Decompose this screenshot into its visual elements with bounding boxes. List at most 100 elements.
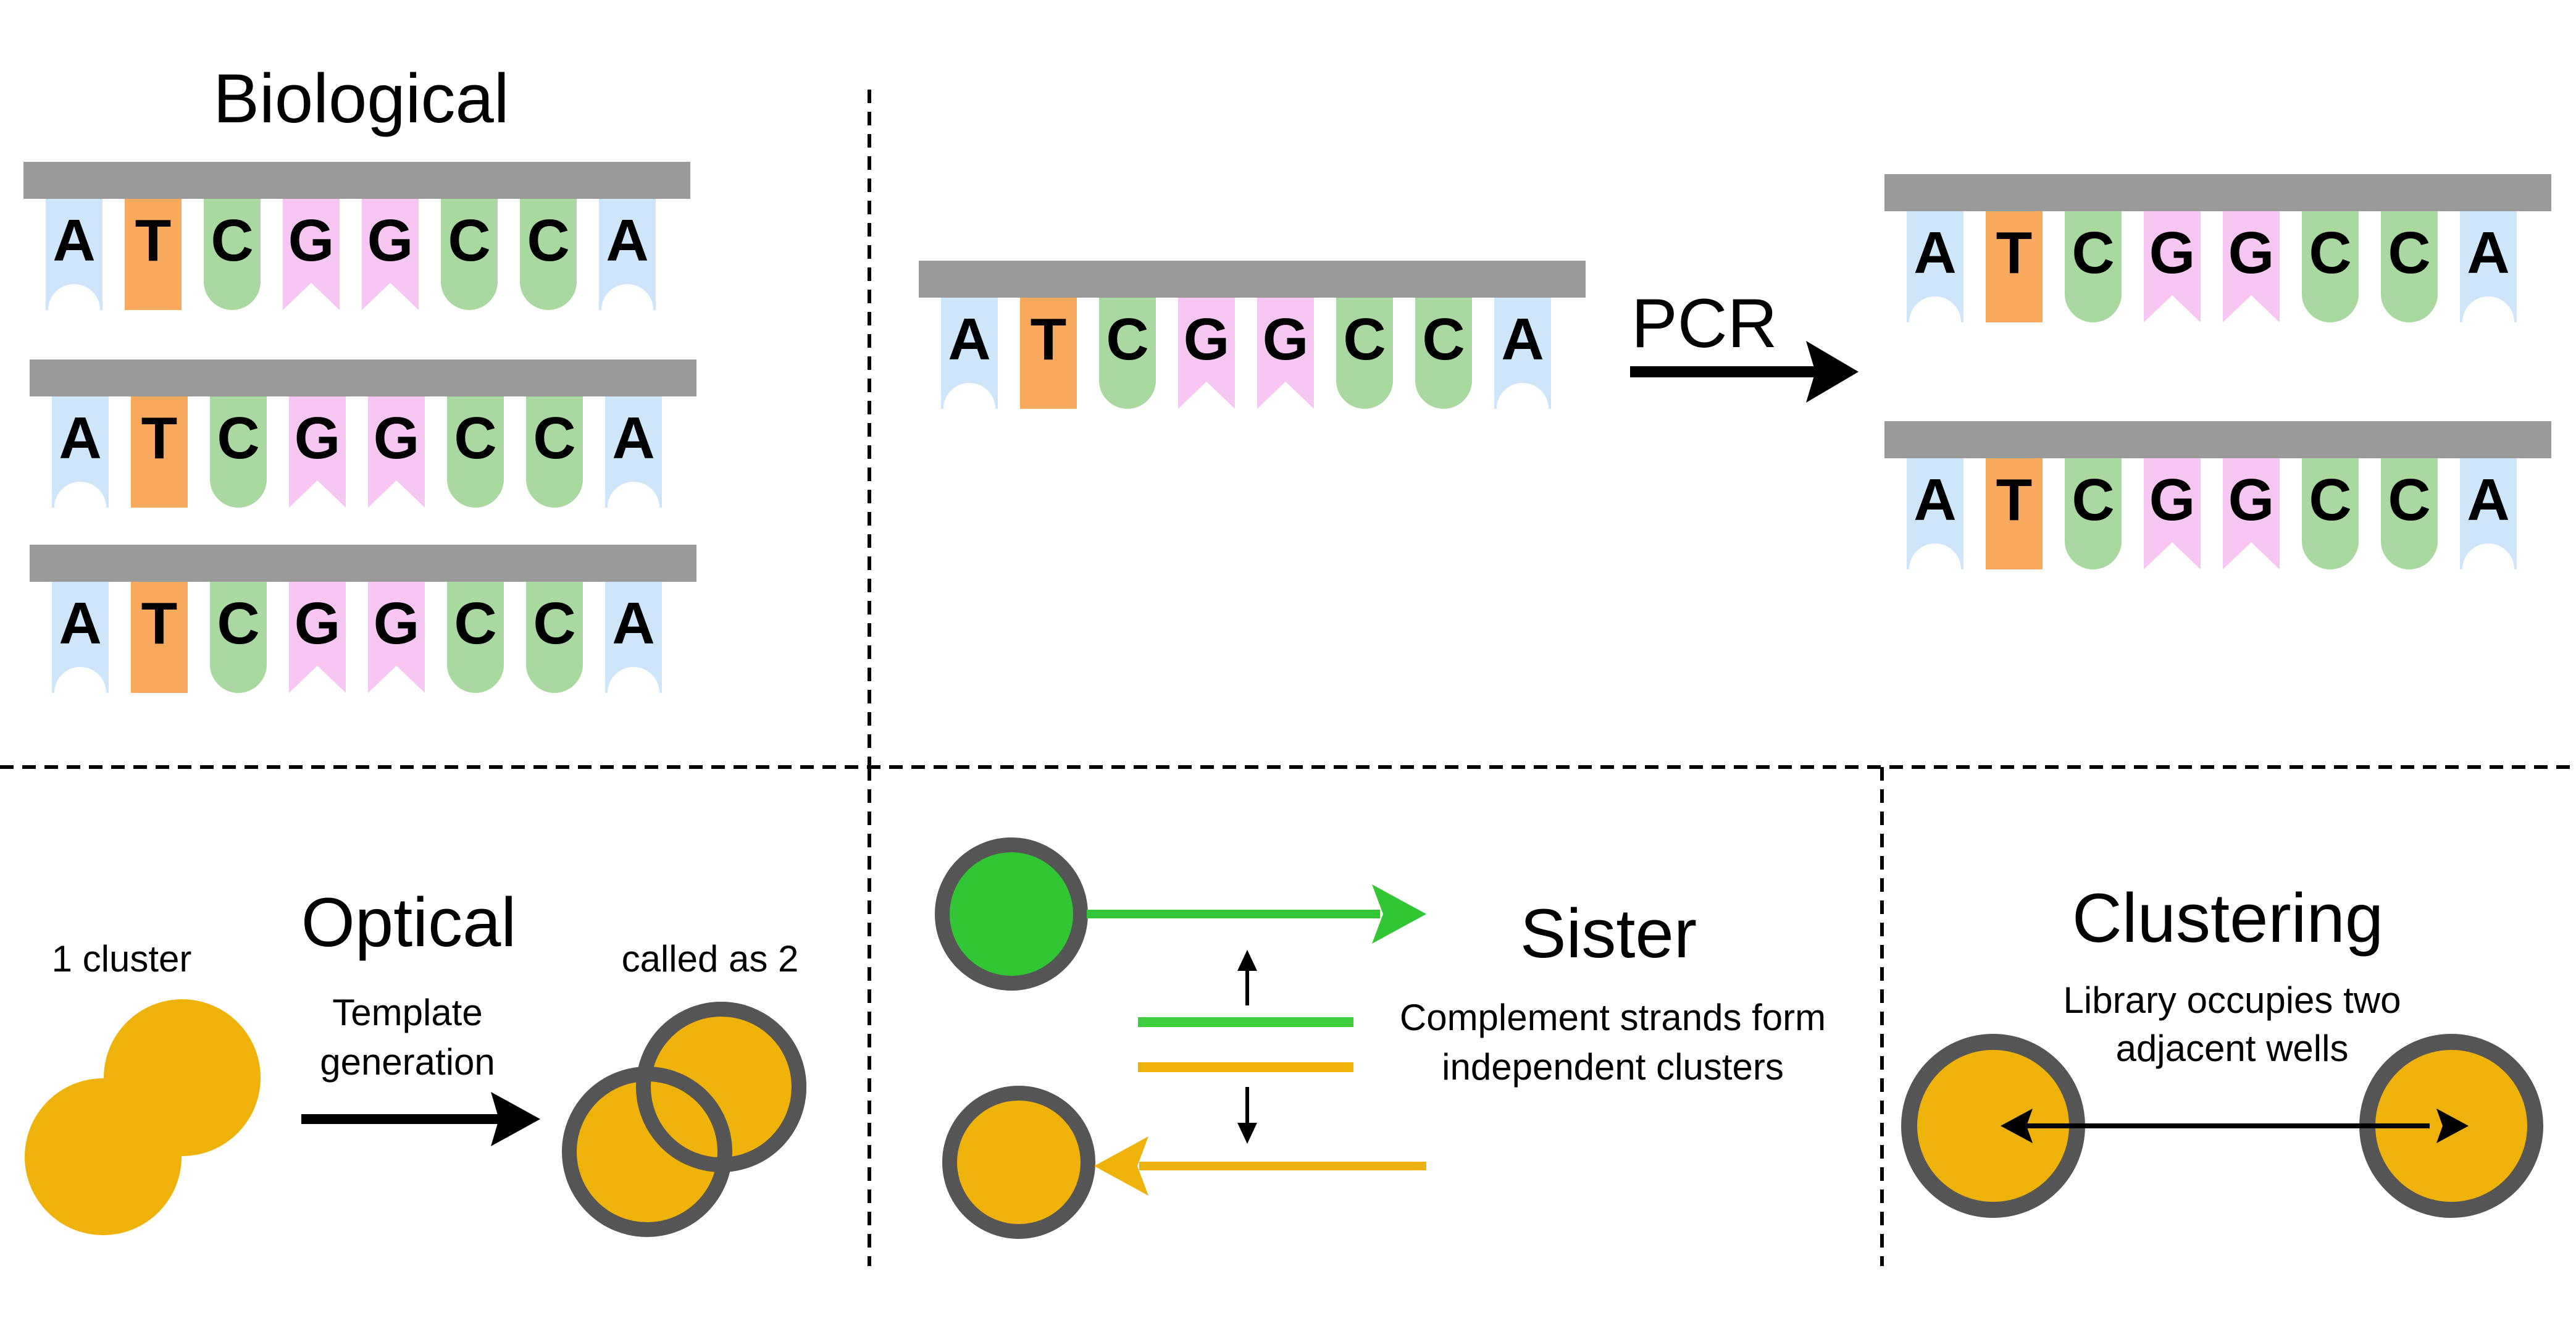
double-arrow-head-left [2001, 1109, 2033, 1143]
sister-cluster-orange [942, 1086, 1095, 1239]
nucleotide-letter: G [295, 590, 341, 657]
nucleotide-letter: C [533, 590, 575, 657]
pcr-label: PCR [1631, 285, 1777, 362]
nucleotide-tile [1020, 298, 1077, 409]
nucleotide-letter: C [527, 208, 569, 274]
nucleotide-letter: C [2309, 467, 2351, 533]
sister-cluster-green [935, 837, 1088, 991]
nucleotide-tile [52, 582, 109, 693]
nucleotide-letter: T [1996, 220, 2033, 286]
nucleotide-tile [131, 582, 188, 693]
nucleotide-letter: C [217, 590, 259, 657]
nucleotide-tile [2302, 211, 2359, 322]
nucleotide-tile [2065, 458, 2122, 569]
sister-title: Sister [1520, 895, 1697, 972]
nucleotide-letter: A [1501, 306, 1544, 372]
nucleotide-letter: C [2388, 220, 2430, 286]
nucleotide-letter: A [612, 405, 654, 471]
nucleotide-letter: T [135, 208, 172, 274]
optical-arrow-caption-line2: generation [320, 1041, 495, 1083]
nucleotide-letter: A [606, 208, 648, 274]
pcr-arrow-head [1806, 341, 1859, 403]
nucleotide-tile [2223, 458, 2280, 569]
optical-left-caption: 1 cluster [52, 938, 192, 980]
down-arrow-head [1237, 1123, 1257, 1144]
nucleotide-letter: G [2149, 467, 2196, 533]
nucleotide-tile [520, 199, 577, 310]
flowcell-surface-bar [1884, 174, 2551, 211]
nucleotide-tile [210, 396, 267, 508]
nucleotide-tile [605, 582, 662, 693]
nucleotide-letter: G [2228, 467, 2275, 533]
nucleotide-tile [131, 396, 188, 508]
nucleotide-tile [289, 396, 346, 508]
nucleotide-tile [46, 199, 102, 310]
nucleotide-tile [526, 396, 583, 508]
nucleotide-tile [1986, 211, 2043, 322]
up-arrow-head [1237, 950, 1257, 971]
nucleotide-letter: C [533, 405, 575, 471]
optical-right-caption: called as 2 [622, 938, 799, 980]
nucleotide-tile [283, 199, 340, 310]
double-arrow-head-right [2436, 1109, 2469, 1143]
nucleotide-tile [1907, 211, 1963, 322]
nucleotide-letter: A [612, 590, 654, 657]
called-cluster-upper-outline [636, 1002, 806, 1172]
clustering-caption-line2: adjacent wells [2116, 1028, 2349, 1069]
nucleotide-tile [2381, 211, 2438, 322]
nucleotide-tile [2381, 458, 2438, 569]
optical-arrow-caption-line1: Template [332, 992, 482, 1033]
nucleotide-tile [52, 396, 109, 508]
nucleotide-letter: G [288, 208, 335, 274]
nucleotide-tile [599, 199, 656, 310]
nucleotide-letter: T [1996, 467, 2033, 533]
nucleotide-letter: C [1106, 306, 1148, 372]
green-arrow-head [1372, 884, 1426, 944]
nucleotide-letter: C [2309, 220, 2351, 286]
nucleotide-letter: A [1913, 220, 1956, 286]
section-dividers [0, 90, 2576, 1266]
nucleotide-tile [1178, 298, 1235, 409]
nucleotide-letter: C [1343, 306, 1386, 372]
nucleotide-tile [605, 396, 662, 508]
nucleotide-letter: A [59, 405, 101, 471]
nucleotide-letter: C [2072, 467, 2114, 533]
nucleotide-letter: G [1263, 306, 1309, 372]
clustering-caption-line1: Library occupies two [2064, 980, 2401, 1021]
nucleotide-letter: C [454, 405, 496, 471]
nucleotide-letter: G [2228, 220, 2275, 286]
nucleotide-tile [1257, 298, 1314, 409]
nucleotide-letter: C [217, 405, 259, 471]
nucleotide-letter: G [295, 405, 341, 471]
nucleotide-tile [204, 199, 261, 310]
single-cluster [25, 999, 261, 1235]
double-called-clusters [562, 1002, 806, 1237]
nucleotide-letter: G [2149, 220, 2196, 286]
biological-title: Biological [213, 60, 509, 137]
nucleotide-tile [447, 582, 504, 693]
nucleotide-letter: G [374, 405, 420, 471]
nucleotide-tile [441, 199, 498, 310]
nucleotide-tile [210, 582, 267, 693]
nucleotide-letter: C [2072, 220, 2114, 286]
flowcell-surface-bar [1884, 421, 2551, 458]
nucleotide-tile [1986, 458, 2043, 569]
nucleotide-tile [368, 582, 425, 693]
nucleotide-tile [1099, 298, 1156, 409]
nucleotide-tile [2144, 211, 2201, 322]
nucleotide-letter: A [2467, 467, 2509, 533]
nucleotide-tile [125, 199, 182, 310]
nucleotide-letter: T [141, 590, 178, 657]
nucleotide-letter: C [211, 208, 253, 274]
nucleotide-letter: G [367, 208, 414, 274]
nucleotide-tile [2302, 458, 2359, 569]
nucleotide-tile [362, 199, 419, 310]
nucleotide-letter: A [2467, 220, 2509, 286]
nucleotide-tile [2065, 211, 2122, 322]
